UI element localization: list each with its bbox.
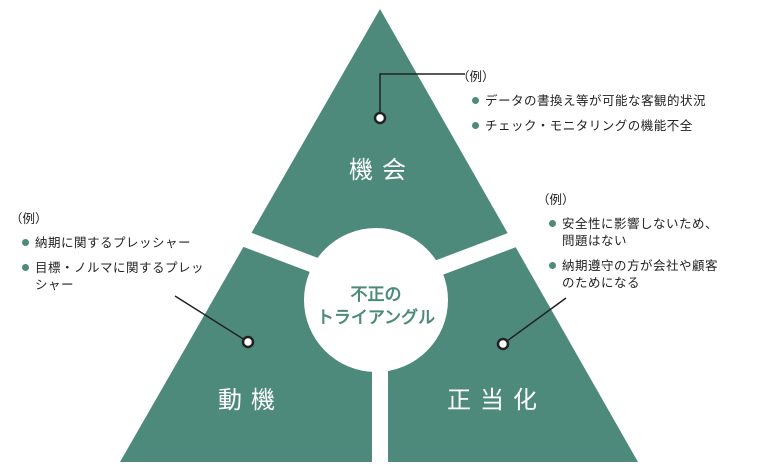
rationalization-label: 正当化 xyxy=(447,386,546,414)
opportunity-example-label: （例） xyxy=(457,69,495,84)
motive-example-2-line2: シャー xyxy=(35,277,75,292)
callout-line-rationalization xyxy=(502,297,567,345)
rationalization-example-1-line2: 問題はない xyxy=(562,233,628,248)
motive-label: 動機 xyxy=(218,386,284,414)
callout-line-opportunity xyxy=(379,73,465,118)
opportunity-example-1: データの書換え等が可能な客観的状況 xyxy=(485,93,707,108)
list-item: 納期に関するプレッシャー xyxy=(22,234,204,251)
center-circle xyxy=(304,228,448,372)
list-item: データの書換え等が可能な客観的状況 xyxy=(472,92,706,109)
center-title-line2: トライアングル xyxy=(316,308,436,328)
rationalization-example-2-line1: 納期遵守の方が会社や顧客 xyxy=(562,258,719,273)
bullet-icon xyxy=(472,97,479,104)
opportunity-example-2: チェック・モニタリングの機能不全 xyxy=(485,118,693,133)
motive-example-2-line1: 目標・ノルマに関するプレッ xyxy=(35,260,205,275)
rationalization-example-2-line2: のためになる xyxy=(562,275,641,290)
motive-example-1: 納期に関するプレッシャー xyxy=(35,235,192,250)
callout-dot-rationalization xyxy=(496,337,510,351)
rationalization-example-list: 安全性に影響しないため、問題はない 納期遵守の方が会社や顧客のためになる xyxy=(549,215,718,299)
list-item: 目標・ノルマに関するプレッシャー xyxy=(22,259,204,293)
rationalization-example-label: （例） xyxy=(537,192,575,207)
rationalization-example-1-line1: 安全性に影響しないため、 xyxy=(562,216,719,231)
bullet-icon xyxy=(22,264,29,271)
bullet-icon xyxy=(22,239,29,246)
motive-example-list: 納期に関するプレッシャー 目標・ノルマに関するプレッシャー xyxy=(22,234,204,301)
bullet-icon xyxy=(472,122,479,129)
center-title-line1: 不正の xyxy=(350,285,402,305)
opportunity-label: 機会 xyxy=(349,156,415,184)
bullet-icon xyxy=(549,262,556,269)
list-item: チェック・モニタリングの機能不全 xyxy=(472,117,706,134)
motive-example-label: （例） xyxy=(10,211,48,226)
center-title: 不正の トライアングル xyxy=(296,284,456,330)
list-item: 安全性に影響しないため、問題はない xyxy=(549,215,718,249)
callout-dot-opportunity xyxy=(373,111,387,125)
opportunity-example-list: データの書換え等が可能な客観的状況 チェック・モニタリングの機能不全 xyxy=(472,92,706,142)
callout-line-motive xyxy=(174,295,249,343)
list-item: 納期遵守の方が会社や顧客のためになる xyxy=(549,257,718,291)
bullet-icon xyxy=(549,220,556,227)
callout-dot-motive xyxy=(241,335,255,349)
